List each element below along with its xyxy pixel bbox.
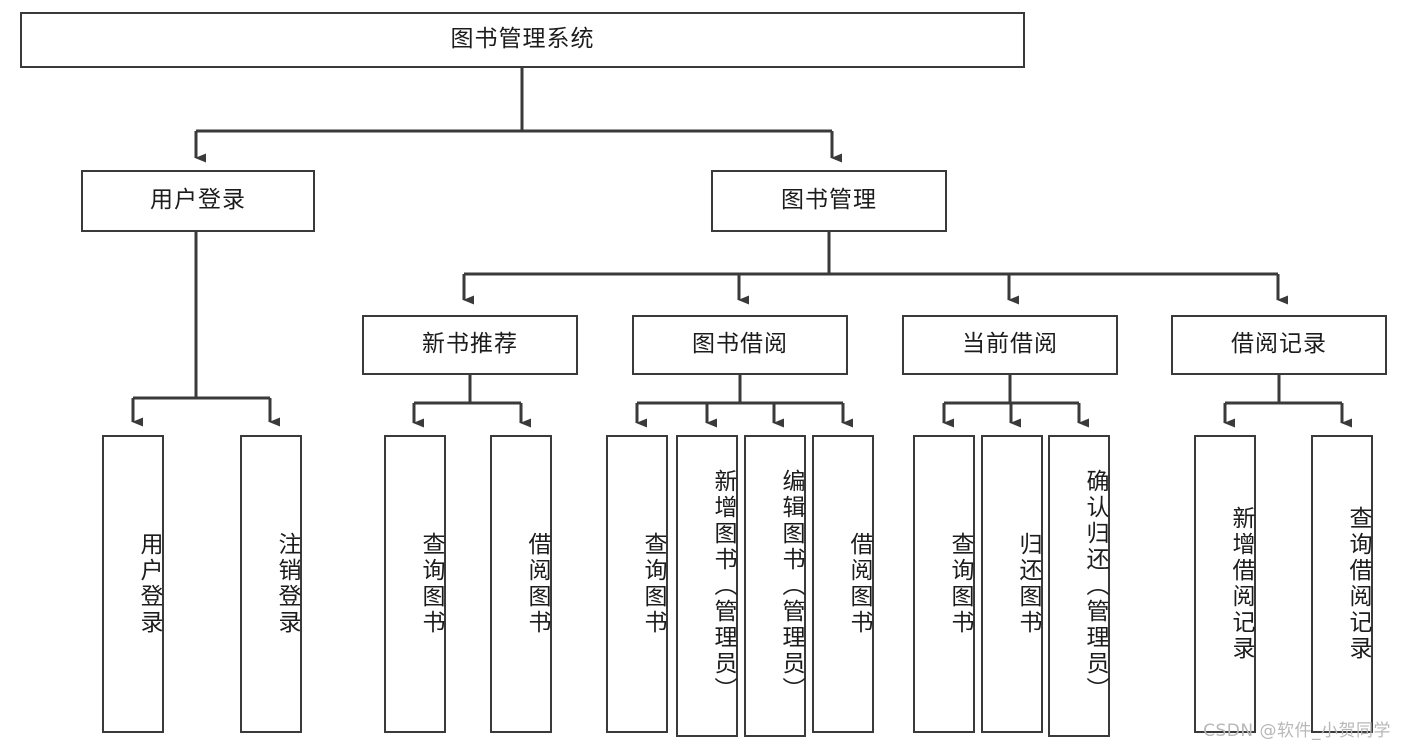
leaf-confirm-return-label: 确认归还（管理员） — [1082, 469, 1108, 703]
node-current-borrow-label: 当前借阅 — [962, 331, 1058, 358]
leaf-query-book-2-label: 查询图书 — [640, 532, 666, 636]
leaf-add-record-label: 新增借阅记录 — [1228, 506, 1254, 662]
leaf-borrow-book-1[interactable]: 借阅图书 — [490, 435, 552, 733]
node-book-borrow[interactable]: 图书借阅 — [632, 315, 848, 375]
leaf-add-book[interactable]: 新增图书（管理员） — [676, 435, 738, 737]
leaf-edit-book[interactable]: 编辑图书（管理员） — [744, 435, 806, 737]
node-root[interactable]: 图书管理系统 — [20, 12, 1025, 68]
leaf-query-book-1-label: 查询图书 — [418, 532, 444, 636]
node-new-book-recommend-label: 新书推荐 — [422, 331, 518, 358]
node-new-book-recommend[interactable]: 新书推荐 — [362, 315, 578, 375]
leaf-query-book-1[interactable]: 查询图书 — [384, 435, 446, 733]
leaf-confirm-return[interactable]: 确认归还（管理员） — [1048, 435, 1110, 737]
node-book-borrow-label: 图书借阅 — [692, 331, 788, 358]
node-root-label: 图书管理系统 — [450, 26, 595, 53]
leaf-borrow-book-1-label: 借阅图书 — [524, 532, 550, 636]
node-user-login-label: 用户登录 — [150, 187, 246, 214]
node-book-manage-label: 图书管理 — [781, 187, 877, 214]
leaf-user-login[interactable]: 用户登录 — [102, 435, 164, 733]
leaf-add-book-label: 新增图书（管理员） — [710, 469, 736, 703]
node-current-borrow[interactable]: 当前借阅 — [902, 315, 1118, 375]
leaf-return-book[interactable]: 归还图书 — [981, 435, 1043, 733]
leaf-query-record[interactable]: 查询借阅记录 — [1311, 435, 1373, 733]
leaf-query-book-3-label: 查询图书 — [947, 532, 973, 636]
node-user-login[interactable]: 用户登录 — [81, 170, 315, 232]
leaf-query-record-label: 查询借阅记录 — [1345, 506, 1371, 662]
node-borrow-record[interactable]: 借阅记录 — [1171, 315, 1387, 375]
leaf-logout-login[interactable]: 注销登录 — [240, 435, 302, 733]
node-borrow-record-label: 借阅记录 — [1231, 331, 1327, 358]
leaf-query-book-3[interactable]: 查询图书 — [913, 435, 975, 733]
leaf-logout-login-label: 注销登录 — [274, 532, 300, 636]
leaf-edit-book-label: 编辑图书（管理员） — [778, 469, 804, 703]
csdn-watermark: CSDN @软件_小贺同学 — [1203, 721, 1391, 741]
leaf-borrow-book-2-label: 借阅图书 — [846, 532, 872, 636]
leaf-return-book-label: 归还图书 — [1015, 532, 1041, 636]
leaf-borrow-book-2[interactable]: 借阅图书 — [812, 435, 874, 733]
leaf-query-book-2[interactable]: 查询图书 — [606, 435, 668, 733]
node-book-manage[interactable]: 图书管理 — [711, 170, 947, 232]
leaf-add-record[interactable]: 新增借阅记录 — [1194, 435, 1256, 733]
leaf-user-login-label: 用户登录 — [136, 532, 162, 636]
